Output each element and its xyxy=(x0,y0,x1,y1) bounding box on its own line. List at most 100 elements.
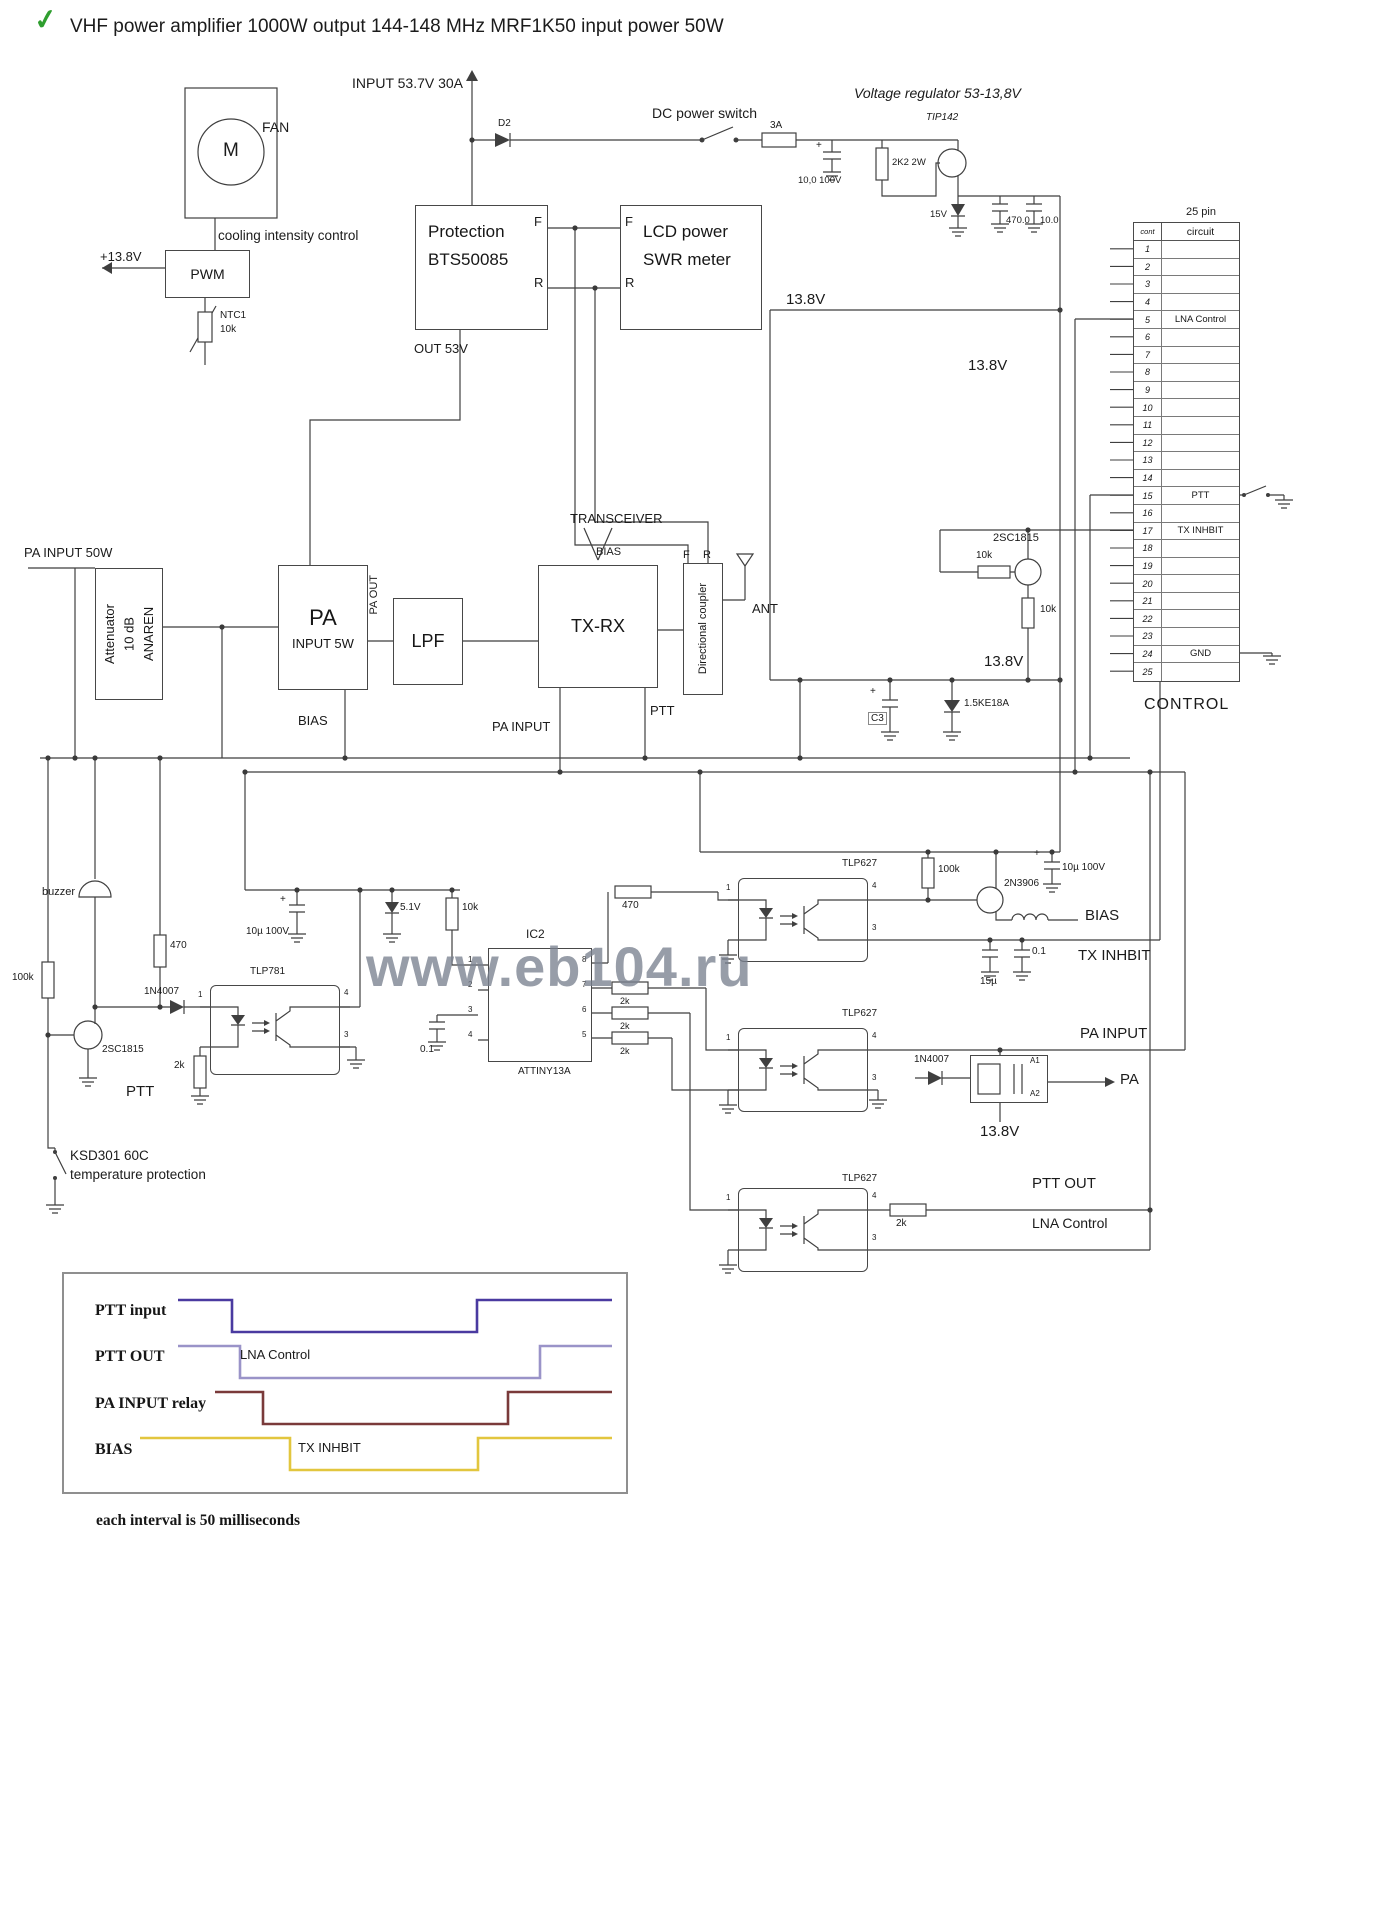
pin-row: 13 xyxy=(1134,452,1239,470)
pin-number: 3 xyxy=(1134,276,1162,293)
resistor-10k-base xyxy=(977,565,1011,579)
zener-15v xyxy=(951,204,965,216)
lcd-line2: SWR meter xyxy=(643,250,731,270)
resistor-2k-in xyxy=(193,1055,207,1089)
transistor-2n3906 xyxy=(976,886,1004,914)
input-power-label: INPUT 53.7V 30A xyxy=(352,75,464,91)
lcd-line1: LCD power xyxy=(643,222,729,241)
ic2-label: IC2 xyxy=(526,927,545,941)
v138-mid-label: 13.8V xyxy=(984,653,1024,670)
pin-row: 10 xyxy=(1134,399,1239,417)
lcd-f-label: F xyxy=(625,214,633,229)
r-470-left-label: 470 xyxy=(170,940,187,951)
temp-protection-label: temperature protection xyxy=(70,1167,206,1182)
pin-circuit xyxy=(1162,470,1239,487)
ic2-pin7: 7 xyxy=(582,980,587,989)
pin-circuit xyxy=(1162,663,1239,681)
check-icon: ✓ xyxy=(31,2,60,37)
q-2n3906-label: 2N3906 xyxy=(1004,878,1040,889)
coupler-box: Directional coupler xyxy=(683,563,723,695)
protection-line1: Protection xyxy=(428,222,505,241)
resistor-10k-emitter xyxy=(1021,597,1035,629)
arrow-up-icon xyxy=(466,70,478,81)
ic2-pin4: 4 xyxy=(468,1030,473,1039)
relay-box xyxy=(970,1055,1048,1103)
pin-number: 14 xyxy=(1134,469,1162,487)
pin-row: 16 xyxy=(1134,504,1239,523)
cap-15u-label: 15µ xyxy=(980,976,997,987)
coupler-f-label: F xyxy=(683,549,690,561)
pin-number: 4 xyxy=(1134,293,1162,311)
arrow-left-icon xyxy=(102,262,112,274)
fan-label: FAN xyxy=(262,119,290,135)
pwm-box: PWM xyxy=(165,250,250,298)
pin-circuit xyxy=(1162,347,1239,364)
attenuator-line2: 10 dB xyxy=(121,617,137,651)
control-label: CONTROL xyxy=(1144,696,1230,713)
diode-1n4007-relay xyxy=(928,1071,942,1085)
ic2-box xyxy=(488,948,592,1062)
zener-5v1-label: 5.1V xyxy=(400,902,421,913)
wire-layer xyxy=(28,81,1285,1265)
pin-row: 12 xyxy=(1134,434,1239,453)
zener-15v-label: 15V xyxy=(930,209,947,220)
col-cont: cont xyxy=(1134,223,1162,240)
ntc-thermistor xyxy=(197,311,213,343)
q-2sc1815-left-label: 2SC1815 xyxy=(102,1044,144,1055)
plus-sign-c3: + xyxy=(870,686,876,697)
plus-sign-10ub: + xyxy=(1034,848,1040,859)
relay-coil xyxy=(977,1063,1001,1095)
pa-input-out-label: PA INPUT xyxy=(1080,1025,1148,1042)
pin-row: 1 xyxy=(1134,241,1239,259)
pin-number: 17 xyxy=(1134,522,1162,540)
resistor-2k-3 xyxy=(611,1031,649,1045)
pin-circuit xyxy=(1162,382,1239,399)
pa-input-bottom-label: PA INPUT xyxy=(492,719,551,734)
timing-row4-label: BIAS xyxy=(95,1441,133,1458)
symbol-layer xyxy=(53,70,1270,1180)
pa-out-arrow-label: PA xyxy=(1120,1071,1139,1088)
pin-row: 22 xyxy=(1134,610,1239,629)
opto3-pin4: 4 xyxy=(872,1191,877,1200)
pin-number: 11 xyxy=(1134,416,1162,434)
resistor-10k-mid xyxy=(445,897,459,931)
fuse-label: 3A xyxy=(770,120,783,131)
transceiver-label: TRANSCEIVER xyxy=(570,511,663,526)
schematic-dynamic xyxy=(45,137,1293,1472)
attenuator-text: Attenuator 10 dB ANAREN xyxy=(100,604,159,664)
ic2-pin6: 6 xyxy=(582,1005,587,1014)
pin-circuit xyxy=(1162,505,1239,522)
bias-bottom-label: BIAS xyxy=(298,713,328,728)
transistor-2sc1815-right xyxy=(1014,558,1042,586)
resistor-100k-left xyxy=(41,961,55,999)
diode-d2 xyxy=(495,133,510,147)
pin-number: 21 xyxy=(1134,592,1162,610)
pin-circuit xyxy=(1162,540,1239,557)
pin-number: 2 xyxy=(1134,258,1162,276)
pin-circuit xyxy=(1162,364,1239,381)
pa-label: PA xyxy=(309,604,337,630)
tvs-1-5ke18a xyxy=(944,700,960,712)
pin-circuit: GND xyxy=(1189,648,1212,660)
pin-number: 22 xyxy=(1134,610,1162,628)
ptt-bottom-label: PTT xyxy=(650,703,675,718)
r-100kb-label: 100k xyxy=(938,864,960,875)
pin-circuit xyxy=(1162,558,1239,575)
pa-box: PA INPUT 5W xyxy=(278,565,368,690)
tlp781-label: TLP781 xyxy=(250,966,286,977)
pin-row: 25 xyxy=(1134,663,1239,681)
protection-f-label: F xyxy=(534,214,542,229)
pin-circuit: PTT xyxy=(1191,490,1210,502)
pin-circuit xyxy=(1162,593,1239,610)
attenuator-line3: ANAREN xyxy=(140,606,156,662)
pin-row: 9 xyxy=(1134,381,1239,400)
fuse-3a xyxy=(761,132,797,148)
resistor-2k2 xyxy=(875,147,889,181)
plus-sign-10u: + xyxy=(280,894,286,905)
opto1-box xyxy=(738,878,868,962)
timing-diagram-box xyxy=(62,1272,628,1494)
ic2-pin1: 1 xyxy=(468,955,473,964)
